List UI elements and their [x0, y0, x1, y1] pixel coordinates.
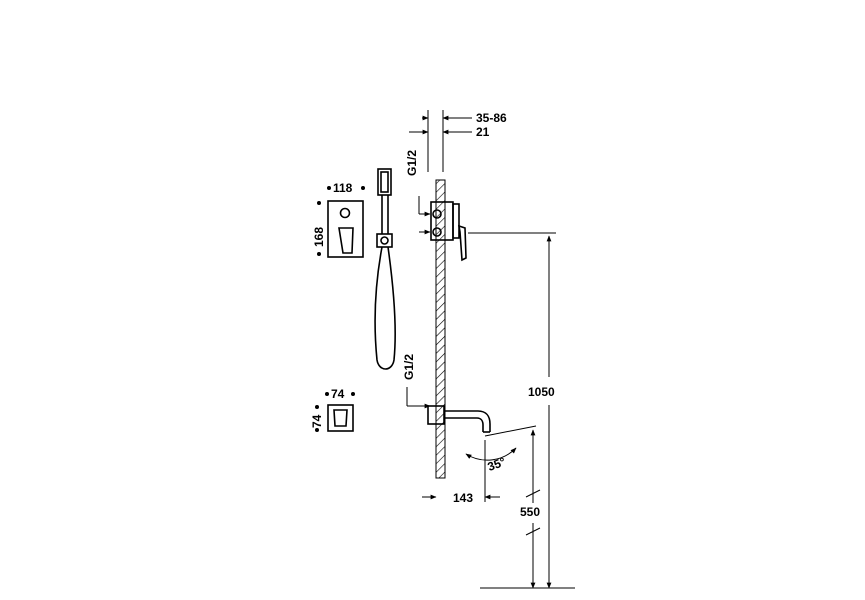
diverter-plate-icon	[327, 404, 354, 432]
mixer-front-plate	[327, 200, 364, 258]
spout-angle-dimension	[465, 425, 537, 461]
inlet-depth-label: 21	[476, 125, 490, 139]
plate-height-label: 168	[312, 227, 326, 247]
small-height-dimension	[315, 405, 319, 432]
inlet-range-label: 35-86	[476, 111, 507, 125]
small-width-dimension	[325, 392, 355, 396]
small-width-label: 74	[331, 387, 345, 401]
spout-height-dimension	[525, 429, 541, 589]
bath-spout-icon	[427, 405, 491, 433]
spout-angle-label: 35°	[486, 455, 508, 474]
thread-bottom-label: G1/2	[402, 354, 416, 380]
mixer-plate-icon	[430, 201, 467, 262]
inlet-dimension-lines	[409, 110, 472, 172]
small-height-label: 74	[310, 414, 324, 428]
spout-projection-dimension	[422, 440, 500, 502]
thread-top-leader	[418, 196, 431, 235]
thread-bottom-leader	[406, 387, 431, 409]
plate-width-dimension	[327, 186, 365, 190]
plate-width-label: 118	[333, 181, 353, 195]
wall-section	[435, 179, 446, 479]
thread-top-label: G1/2	[405, 150, 419, 176]
plate-height-dimension	[317, 201, 321, 256]
spout-projection-label: 143	[453, 491, 473, 505]
spout-height-label: 550	[520, 505, 540, 519]
total-height-label: 1050	[528, 385, 555, 399]
shower-handset-icon	[374, 168, 396, 370]
